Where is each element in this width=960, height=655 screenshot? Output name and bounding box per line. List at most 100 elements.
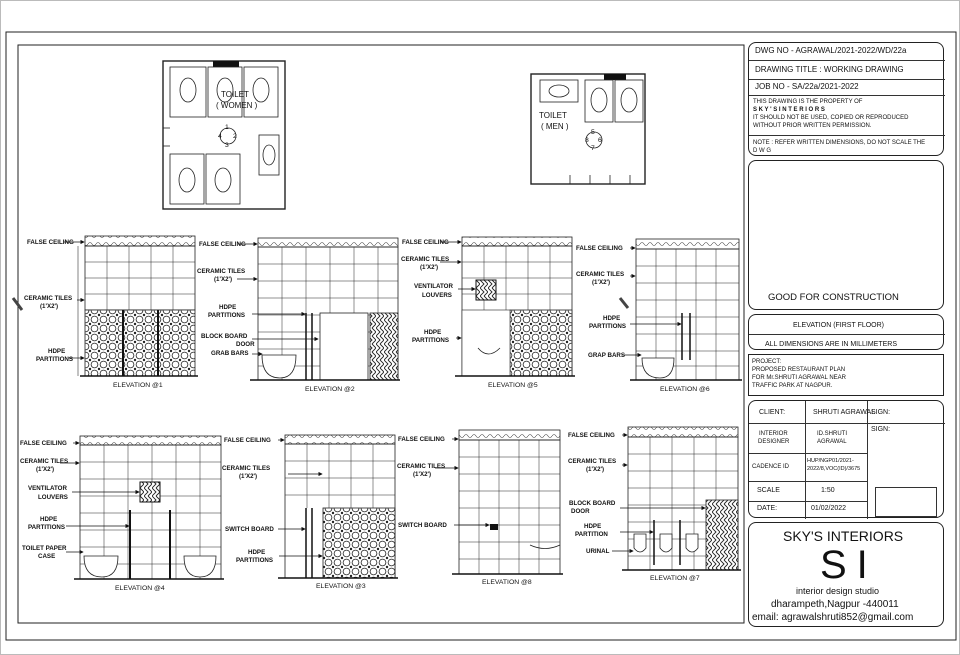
caption-elevation-8: ELEVATION @8 — [482, 579, 532, 586]
elevation-8 — [452, 429, 563, 575]
cadence-value-1: HUP/NGP01/2021- — [807, 458, 854, 464]
plan-toilet-women: TOILET ( WOMEN ) 1 4 2 3 — [162, 60, 286, 210]
callout-toilet-paper-4: TOILET PAPER — [22, 545, 67, 552]
women-num-1: 1 — [225, 124, 229, 131]
callout-ceramic-1: CERAMIC TILES — [24, 295, 72, 302]
company-address: dharampeth,Nagpur -440011 — [771, 599, 899, 610]
callout-hdpe-4: HDPE — [40, 516, 57, 523]
callout-partitions-5: PARTITIONS — [412, 337, 449, 344]
designer-label-2: DESIGNER — [758, 439, 790, 445]
callout-false-ceiling-8: FALSE CEILING — [398, 436, 445, 443]
callout-hdpe-5: HDPE — [424, 329, 441, 336]
callout-tile-size-4: (1'X2') — [36, 466, 54, 473]
callout-tile-size-7: (1'X2') — [586, 466, 604, 473]
cadence-value-2: 2022/8,VOC(ID)/3675 — [807, 466, 861, 472]
callout-block-board-2: BLOCK BOARD — [201, 333, 248, 340]
callout-ventilator-4: VENTILATOR — [28, 485, 67, 492]
callout-ceramic-8: CERAMIC TILES — [397, 463, 445, 470]
company-panel: SKY'S INTERIORS SI interior design studi… — [748, 522, 944, 627]
property-line-2: S K Y ' S I N T E R I O R S — [753, 107, 825, 113]
info-panel: DWG NO - AGRAWAL/2021-2022/WD/22a DRAWIN… — [748, 42, 945, 156]
callout-grap-bars-6: GRAP BARS — [588, 352, 625, 359]
sign-label-2: SIGN: — [871, 426, 891, 433]
elevation-7 — [622, 426, 741, 571]
note-line-2: D W G — [753, 148, 771, 154]
callout-hdpe-6: HDPE — [603, 315, 620, 322]
callout-false-ceiling-6: FALSE CEILING — [576, 245, 623, 252]
callout-tile-size-6: (1'X2') — [592, 279, 610, 286]
designer-label-1: INTERIOR — [759, 431, 788, 437]
caption-elevation-7: ELEVATION @7 — [650, 575, 700, 582]
callout-hdpe-2: HDPE — [219, 304, 236, 311]
callout-ventilator-5: VENTILATOR — [414, 283, 453, 290]
cadence-label: CADENCE ID — [752, 464, 790, 470]
callout-grab-bars-2: GRAB BARS — [211, 350, 248, 357]
caption-elevation-6: ELEVATION @6 — [660, 386, 710, 393]
caption-elevation-2: ELEVATION @2 — [305, 386, 355, 393]
good-for-construction: GOOD FOR CONSTRUCTION — [768, 292, 899, 303]
client-panel: CLIENT: SHRUTI AGRAWAL SIGN: INTERIOR DE… — [748, 400, 945, 519]
callout-tile-size-3: (1'X2') — [239, 473, 257, 480]
callout-louvers-5: LOUVERS — [422, 292, 452, 299]
callout-partitions-4: PARTITIONS — [28, 524, 65, 531]
callout-partitions-2: PARTITIONS — [208, 312, 245, 319]
callout-ceramic-5: CERAMIC TILES — [401, 256, 449, 263]
studio-tagline: interior design studio — [796, 586, 880, 596]
elevation-6 — [618, 238, 742, 381]
client-label: CLIENT: — [759, 409, 786, 416]
elevation-4 — [74, 435, 224, 580]
designer-value-2: AGRAWAL — [817, 439, 847, 445]
sign-label-1: SIGN: — [871, 409, 891, 416]
elevation-2 — [250, 237, 400, 381]
project-line-2: PROPOSED RESTAURANT PLAN — [752, 367, 846, 373]
callout-hdpe-7: HDPE — [584, 523, 601, 530]
designer-value-1: ID.SHRUTI — [817, 431, 847, 437]
project-panel: PROJECT: PROPOSED RESTAURANT PLAN FOR Mr… — [748, 354, 944, 396]
date-label: DATE: — [757, 505, 778, 512]
callout-tile-size-8: (1'X2') — [413, 471, 431, 478]
callout-false-ceiling-7: FALSE CEILING — [568, 432, 615, 439]
callout-ceramic-4: CERAMIC TILES — [20, 458, 68, 465]
property-line-1: THIS DRAWING IS THE PROPERTY OF — [753, 99, 863, 105]
callout-louvers-4: LOUVERS — [38, 494, 68, 501]
callout-door-7: DOOR — [571, 508, 590, 515]
men-num-6: 6 — [598, 137, 602, 144]
women-num-3: 3 — [225, 142, 229, 149]
callout-switch-board-3: SWITCH BOARD — [225, 526, 274, 533]
caption-elevation-4: ELEVATION @4 — [115, 585, 165, 592]
elevation-panel: ELEVATION (FIRST FLOOR) ALL DIMENSIONS A… — [748, 314, 945, 350]
callout-hdpe-1: HDPE — [48, 348, 65, 355]
company-email: email: agrawalshruti852@gmail.com — [752, 612, 914, 623]
callout-tile-size-5: (1'X2') — [420, 264, 438, 271]
callout-block-board-7: BLOCK BOARD — [569, 500, 616, 507]
callout-urinal-7: URINAL — [586, 548, 610, 555]
women-label-2: ( WOMEN ) — [216, 101, 258, 110]
project-line-4: TRAFFIC PARK AT NAGPUR. — [752, 383, 833, 389]
company-name: SKY'S INTERIORS — [783, 528, 904, 544]
callout-partitions-1: PARTITIONS — [36, 356, 73, 363]
project-line-1: PROJECT: — [752, 359, 782, 365]
drawing-title: DRAWING TITLE : WORKING DRAWING — [755, 65, 904, 74]
men-num-8: 8 — [585, 137, 589, 144]
callout-ceramic-6: CERAMIC TILES — [576, 271, 624, 278]
callout-partition-7: PARTITION — [575, 531, 608, 538]
company-logo: SI — [820, 543, 878, 587]
stamp-panel: GOOD FOR CONSTRUCTION — [748, 160, 944, 310]
callout-false-ceiling-5: FALSE CEILING — [402, 239, 449, 246]
dimensions-note: ALL DIMENSIONS ARE IN MILLIMETERS — [765, 341, 897, 348]
scale-label: SCALE — [757, 487, 780, 494]
caption-elevation-3: ELEVATION @3 — [316, 583, 366, 590]
dwg-no: DWG NO - AGRAWAL/2021-2022/WD/22a — [755, 46, 907, 55]
title-block: DWG NO - AGRAWAL/2021-2022/WD/22a DRAWIN… — [748, 42, 945, 627]
callout-false-ceiling-1: FALSE CEILING — [27, 239, 74, 246]
men-label-1: TOILET — [539, 111, 567, 120]
callout-case-4: CASE — [38, 553, 55, 560]
callout-switch-board-8: SWITCH BOARD — [398, 522, 447, 529]
revision-box — [875, 487, 937, 517]
property-line-4: WITHOUT PRIOR WRITTEN PERMISSION. — [753, 123, 872, 129]
caption-elevation-1: ELEVATION @1 — [113, 382, 163, 389]
caption-elevation-5: ELEVATION @5 — [488, 382, 538, 389]
elevation-1 — [11, 235, 198, 377]
women-num-4: 4 — [218, 133, 222, 140]
scale-value: 1:50 — [821, 487, 835, 494]
